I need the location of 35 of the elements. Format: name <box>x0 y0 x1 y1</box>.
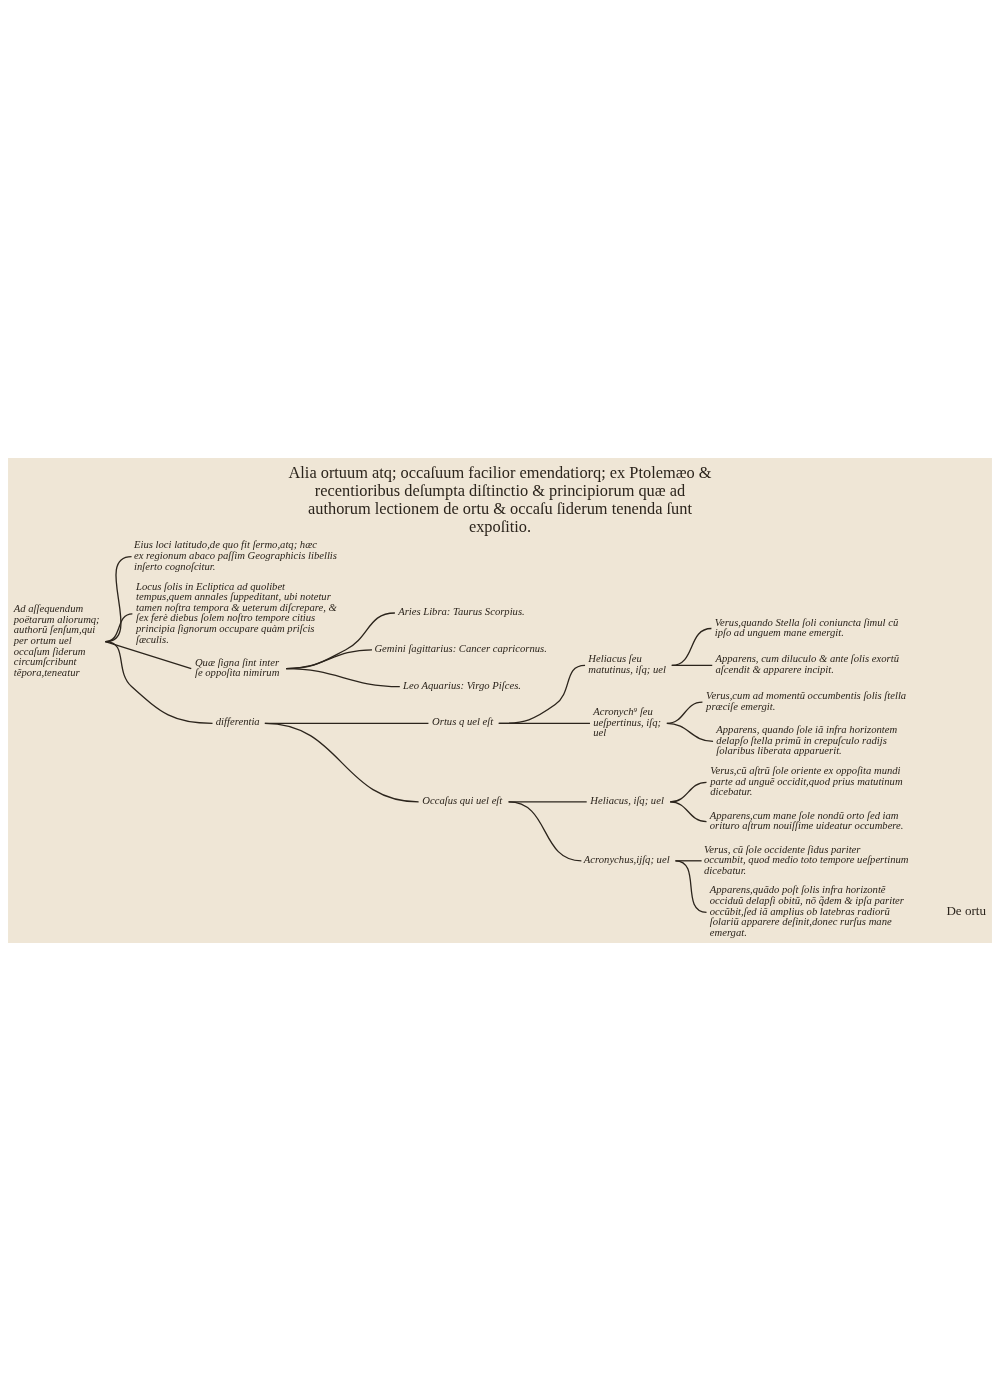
node-text: Acronychus,ijſq; uel <box>583 853 670 865</box>
connector <box>674 859 708 913</box>
node-text: Apparens, quando ſole iã infra horizontem delapſo ſtella primũ in crepuſculo radijs ſolaribus liberata apparuerit. <box>716 723 898 756</box>
node-text: Locus ſolis in Ecliptica ad quolibet tempus,quem annales ſuppeditant, ubi notetur tamen noſtra tempora & ueterum diſcrepare, & ſex ferè diebus ſolem noſtro tempore citius principia ſignorum occupare quàm priſcis ſæculis. <box>136 580 337 645</box>
node-text: Eius loci latitudo,de quo fit ſermo,atq; hæc ex regionum abaco paſſim Geographicis libellis inſerto cognoſcitur. <box>134 538 337 572</box>
connector <box>507 800 583 861</box>
node-text: Verus,cũ aſtrũ ſole oriente ex oppoſita mundi parte ad unguẽ occidit,quod prius matutinum dicebatur. <box>710 764 903 797</box>
connector <box>671 664 713 666</box>
connector <box>498 722 591 724</box>
label: De ortu <box>946 902 986 918</box>
node-text: Apparens, cum diluculo & ante ſolis exortũ aſcendit & apparere incipit. <box>715 652 899 675</box>
connector <box>264 722 420 803</box>
node-text: Occaſus qui uel eſt <box>422 794 503 806</box>
node-text: Verus, cũ ſole occidente ſidus pariter occumbit, quod medio toto tempore ueſpertinum dicebatur. <box>704 843 909 876</box>
node-text: Gemini ſagittarius: Cancer capricornus. <box>374 642 547 654</box>
node-text: Leo Aquarius: Virgo Piſces. <box>403 679 521 691</box>
connector <box>285 667 401 687</box>
node-text: Acronych⁹ ſeu ueſpertinus, iſq; uel <box>593 705 662 738</box>
connector <box>104 640 214 724</box>
node-text: differentia <box>215 715 260 727</box>
node-text: Apparens,cum mane ſole nondũ orto ſed iam orituro aſtrum nouiſſime uideatur occumbere. <box>709 809 904 831</box>
node-text: Heliacus ſeu matutinus, iſq; uel <box>588 652 666 675</box>
connector <box>671 627 713 666</box>
connector <box>666 722 714 742</box>
node-text: Heliacus, iſq; uel <box>590 794 664 806</box>
diagram-title: Alia ortuum atq; occaſuum facilior emendatiorq; ex Ptolemæo & recentioribus deſumpta diſtinctio & principiorum quæ ad authorum lectionem de ortu & occaſu ſiderum tenenda ſunt expoſitio. <box>288 462 712 536</box>
node-text: Aries Libra: Taurus Scorpius. <box>398 605 525 617</box>
connector <box>104 640 192 669</box>
node-text: Verus,quando Stella ſoli coniuncta ſimul cũ ipſo ad unguem mane emergit. <box>714 616 899 638</box>
connector <box>669 800 708 822</box>
node-text: Quæ ſigna ſint inter ſe oppoſita nimirum <box>194 656 280 678</box>
node-text: Verus,cum ad momentũ occumbentis ſolis ſtella præciſe emergit. <box>706 689 907 712</box>
node-text: Ad aſſequendum poëtarum aliorumq; authorũ ſenſum,qui per ortum uel occaſum ſiderum circumſcribunt tẽpora,teneatur <box>13 602 100 678</box>
node-text: Ortus q uel eſt <box>432 715 494 727</box>
node-text: Apparens,quãdo poſt ſolis infra horizontẽ occiduũ delapſi obitũ, nõ q̃dem & ipſa pariter occũbit,ſed iã amplius ob latebras radiorũ ſolariũ apparere deſinit,donec rurſus mane emergat. <box>709 883 904 938</box>
